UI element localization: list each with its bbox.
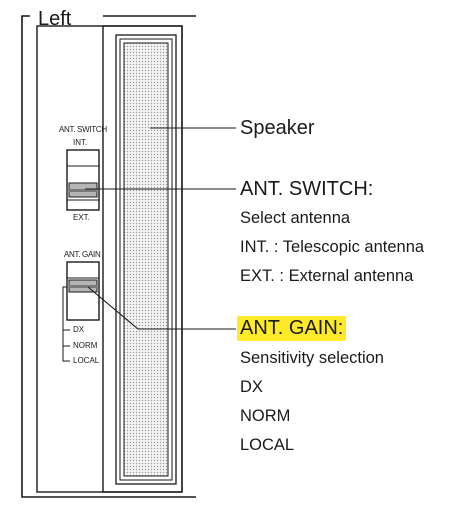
ant-switch-int-desc: INT. : Telescopic antenna <box>240 238 425 256</box>
speaker-grille <box>115 34 177 485</box>
ant-gain-callout-wrapper: ANT. GAIN: <box>237 316 347 341</box>
panel-frame <box>21 15 196 498</box>
ant-gain-dx-desc: DX <box>240 378 263 396</box>
ant-gain-panel-label: ANT. GAIN <box>64 250 101 259</box>
gain-position-bracket <box>62 286 70 362</box>
radio-side-body <box>36 25 183 493</box>
speaker-callout: Speaker <box>240 117 315 139</box>
ant-switch-ext-label: EXT. <box>73 213 90 222</box>
ant-gain-slider[interactable] <box>66 261 100 321</box>
ant-gain-desc-line: Sensitivity selection <box>240 349 384 367</box>
ant-switch-ext-desc: EXT. : External antenna <box>240 267 414 285</box>
gain-local-label: LOCAL <box>73 356 100 365</box>
ant-switch-panel-label: ANT. SWITCH <box>59 125 107 134</box>
ant-switch-slider[interactable] <box>66 149 100 211</box>
ant-gain-local-desc: LOCAL <box>240 436 295 454</box>
ant-switch-desc-line: Select antenna <box>240 209 351 227</box>
ant-gain-callout-title: ANT. GAIN: <box>237 316 347 341</box>
gain-norm-label: NORM <box>73 341 98 350</box>
panel-title-mask <box>33 6 101 28</box>
ant-gain-leader-line <box>87 286 236 330</box>
ant-gain-norm-desc: NORM <box>240 407 291 425</box>
ant-switch-int-label: INT. <box>73 138 88 147</box>
panel-title: Left <box>38 8 72 30</box>
ant-switch-callout-title: ANT. SWITCH: <box>240 178 374 200</box>
gain-dx-label: DX <box>73 325 85 334</box>
